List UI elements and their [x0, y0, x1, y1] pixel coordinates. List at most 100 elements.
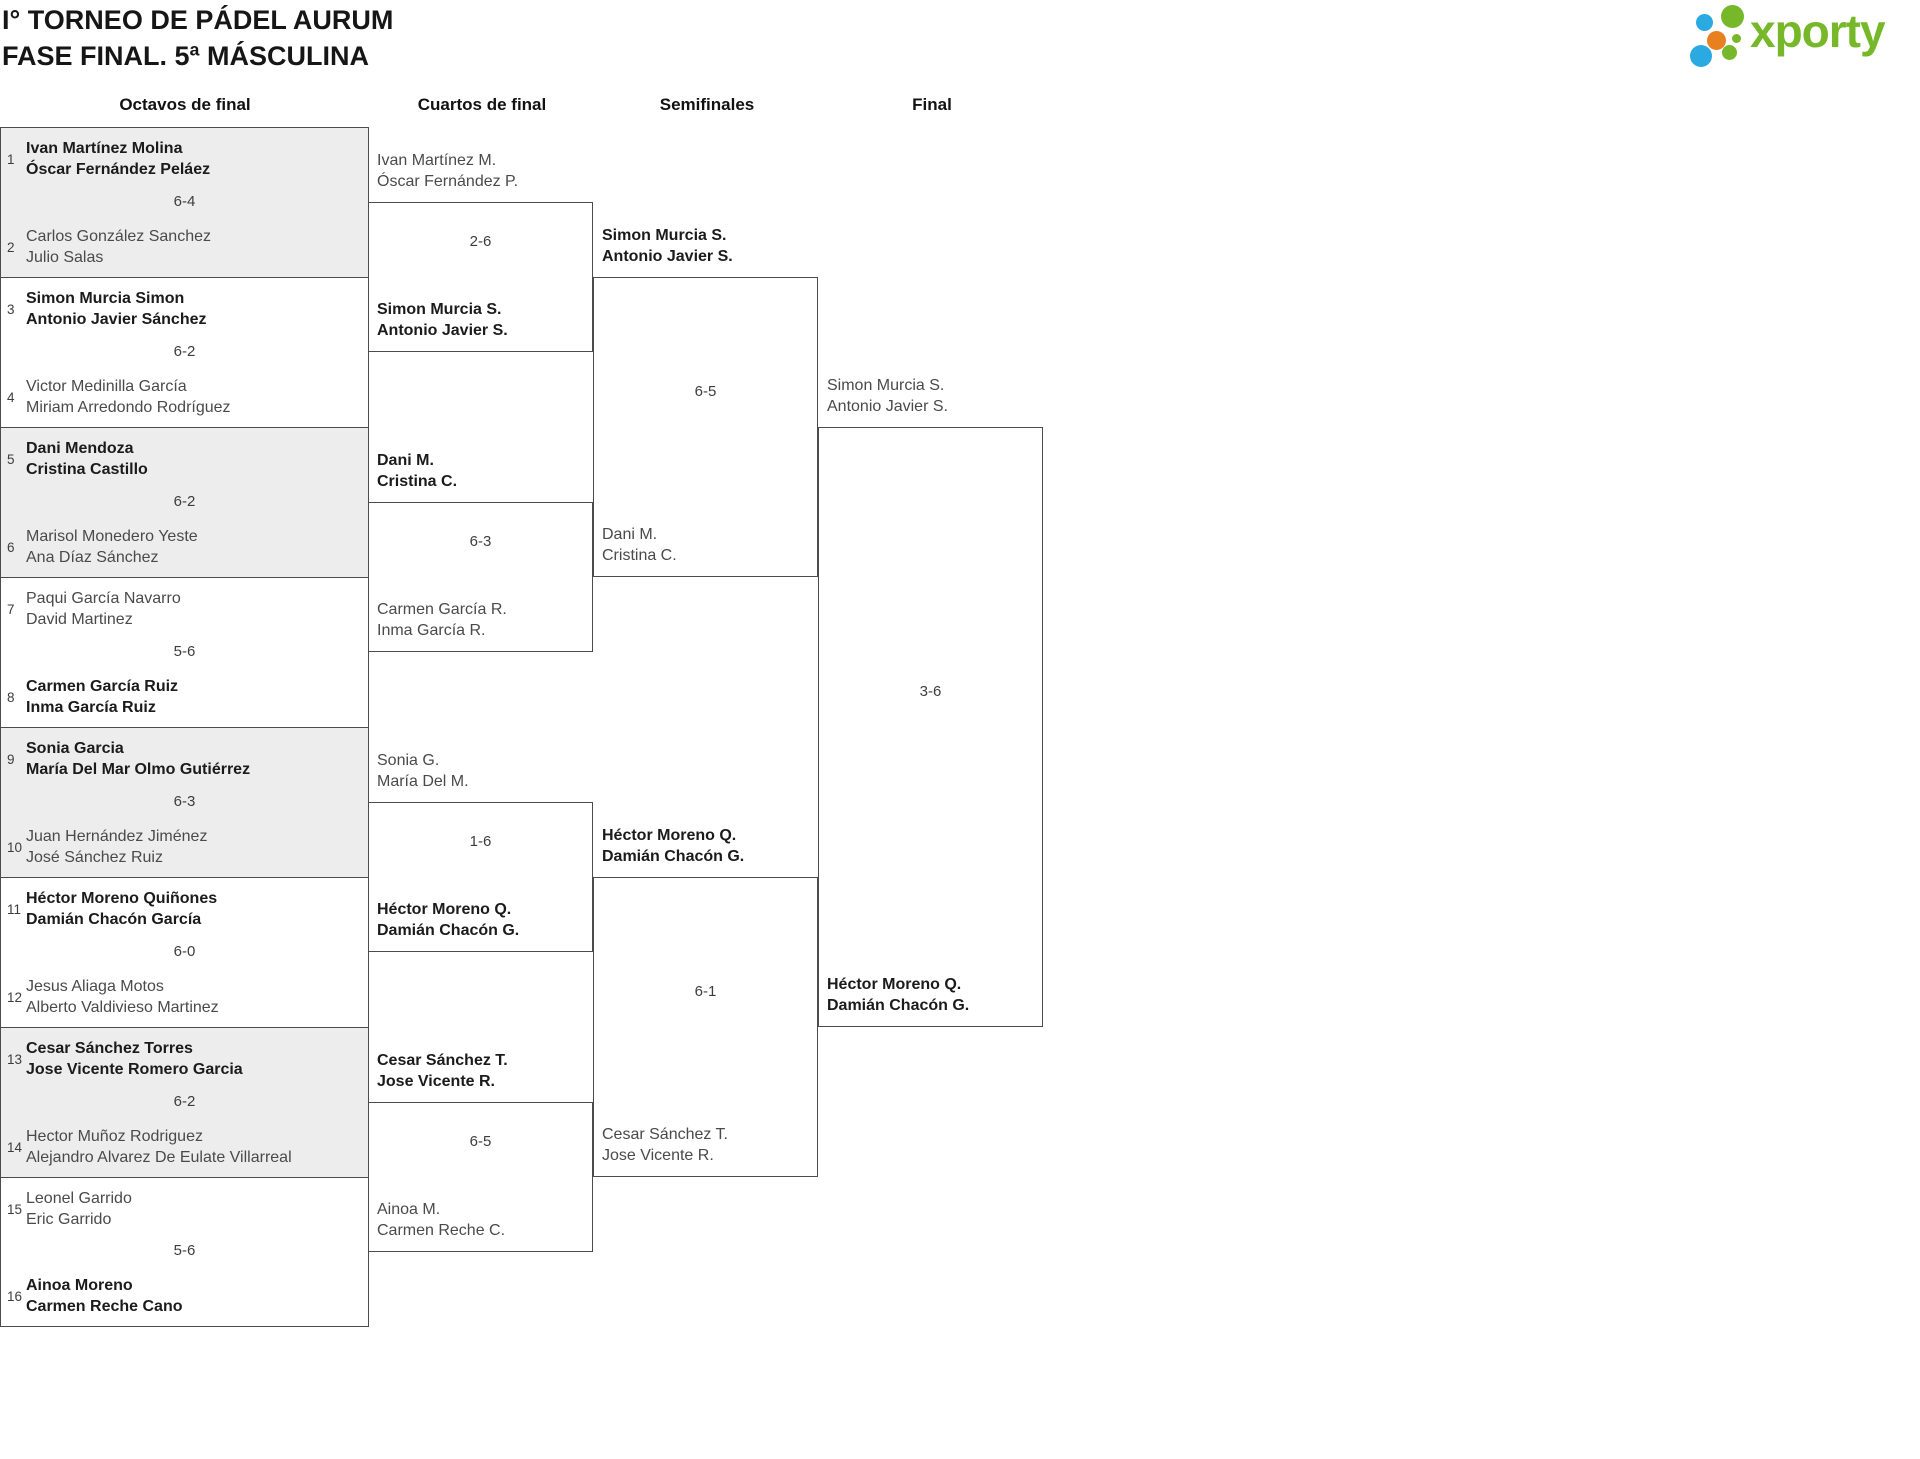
- round-header-octavos: Octavos de final: [119, 95, 251, 114]
- match-score: 6-3: [469, 533, 492, 550]
- logo-wordmark: xporty: [1750, 5, 1886, 57]
- team-name: Ainoa M. Carmen Reche C.: [377, 1199, 505, 1241]
- player-name: Ainoa M.: [377, 1201, 441, 1218]
- team-slot: 12 Jesus Aliaga Motos Alberto Valdivieso…: [1, 976, 368, 1018]
- seed-number: 4: [7, 389, 15, 405]
- team-name: Héctor Moreno Q. Damián Chacón G.: [602, 825, 744, 867]
- player-name: Simon Murcia Simon: [26, 290, 185, 307]
- seed-number: 16: [7, 1288, 23, 1304]
- r16-match-1: 1 Ivan Martínez Molina Óscar Fernández P…: [0, 127, 369, 277]
- logo-dot-icon: [1732, 34, 1741, 43]
- r16-match-8: 15 Leonel Garrido Eric Garrido 5-6 16 Ai…: [0, 1177, 369, 1327]
- player-name: María Del Mar Olmo Gutiérrez: [26, 761, 251, 778]
- title-line2: FASE FINAL. 5ª MÁSCULINA: [2, 41, 370, 71]
- player-name: Cristina C.: [377, 473, 458, 490]
- team-name: Marisol Monedero Yeste Ana Díaz Sánchez: [26, 526, 198, 568]
- player-name: Cristina Castillo: [26, 461, 148, 478]
- team-name: Carmen García Ruiz Inma García Ruiz: [26, 676, 178, 718]
- seed-number: 6: [7, 539, 15, 555]
- player-name: Sonia G.: [377, 752, 440, 769]
- team-name: Simon Murcia S. Antonio Javier S.: [377, 299, 508, 341]
- player-name: Ivan Martínez Molina: [26, 140, 183, 157]
- player-name: David Martinez: [26, 611, 133, 628]
- player-name: Juan Hernández Jiménez: [26, 828, 208, 845]
- match-score: 6-4: [173, 192, 196, 210]
- player-name: Dani M.: [377, 452, 434, 469]
- match-score: 6-2: [173, 1092, 196, 1110]
- player-name: Carlos González Sanchez: [26, 228, 211, 245]
- team-slot: 7 Paqui García Navarro David Martinez: [1, 588, 368, 630]
- quarterfinal-match-3: Sonia G. María Del M. 1-6 Héctor Moreno …: [368, 752, 593, 952]
- match-score: 2-6: [469, 233, 492, 250]
- seed-number: 12: [7, 989, 23, 1005]
- title-line1: I° TORNEO DE PÁDEL AURUM: [2, 5, 394, 35]
- team-name: Simon Murcia S. Antonio Javier S.: [827, 375, 948, 417]
- team-slot: 5 Dani Mendoza Cristina Castillo: [1, 438, 368, 480]
- logo-dot-icon: [1696, 14, 1713, 31]
- player-name: María Del M.: [377, 773, 469, 790]
- semifinal-match-2: Héctor Moreno Q. Damián Chacón G. 6-1 Ce…: [593, 827, 818, 1177]
- team-slot: 15 Leonel Garrido Eric Garrido: [1, 1188, 368, 1230]
- team-name: Simon Murcia Simon Antonio Javier Sánche…: [26, 288, 207, 330]
- player-name: Simon Murcia S.: [602, 227, 727, 244]
- player-name: Victor Medinilla García: [26, 378, 187, 395]
- player-name: Ana Díaz Sánchez: [26, 549, 159, 566]
- r16-match-4: 7 Paqui García Navarro David Martinez 5-…: [0, 577, 369, 727]
- team-name: Ivan Martínez M. Óscar Fernández P.: [377, 150, 518, 192]
- match-score: 6-2: [173, 492, 196, 510]
- player-name: Alejandro Alvarez De Eulate Villarreal: [26, 1149, 292, 1166]
- team-name: Hector Muñoz Rodriguez Alejandro Alvarez…: [26, 1126, 292, 1168]
- seed-number: 2: [7, 239, 15, 255]
- team-name: Carlos González Sanchez Julio Salas: [26, 226, 211, 268]
- team-slot: 3 Simon Murcia Simon Antonio Javier Sánc…: [1, 288, 368, 330]
- match-score: 5-6: [173, 642, 196, 660]
- team-slot: 2 Carlos González Sanchez Julio Salas: [1, 226, 368, 268]
- player-name: Carmen García R.: [377, 601, 507, 618]
- xporty-logo[interactable]: xporty: [1688, 2, 1918, 72]
- r16-match-7: 13 Cesar Sánchez Torres Jose Vicente Rom…: [0, 1027, 369, 1177]
- team-name: Leonel Garrido Eric Garrido: [26, 1188, 132, 1230]
- team-name: Dani Mendoza Cristina Castillo: [26, 438, 148, 480]
- player-name: Inma García Ruiz: [26, 699, 156, 716]
- seed-number: 7: [7, 601, 15, 617]
- quarterfinal-match-4: Cesar Sánchez T. Jose Vicente R. 6-5 Ain…: [368, 1052, 593, 1252]
- seed-number: 11: [7, 901, 22, 917]
- team-name: Simon Murcia S. Antonio Javier S.: [602, 225, 733, 267]
- player-name: Miriam Arredondo Rodríguez: [26, 399, 231, 416]
- team-name: Carmen García R. Inma García R.: [377, 599, 507, 641]
- player-name: Óscar Fernández Peláez: [26, 161, 211, 178]
- player-name: Ivan Martínez M.: [377, 152, 497, 169]
- player-name: Damián Chacón García: [26, 911, 202, 928]
- player-name: Simon Murcia S.: [827, 377, 945, 394]
- player-name: Cesar Sánchez T.: [602, 1126, 728, 1143]
- seed-number: 10: [7, 839, 23, 855]
- team-name: Dani M. Cristina C.: [377, 450, 457, 492]
- player-name: Dani M.: [602, 526, 658, 543]
- team-name: Cesar Sánchez T. Jose Vicente R.: [377, 1050, 508, 1092]
- team-name: Héctor Moreno Quiñones Damián Chacón Gar…: [26, 888, 217, 930]
- team-name: Dani M. Cristina C.: [602, 524, 677, 566]
- logo-dot-icon: [1690, 45, 1712, 67]
- team-name: Sonia Garcia María Del Mar Olmo Gutiérre…: [26, 738, 250, 780]
- r16-match-6: 11 Héctor Moreno Quiñones Damián Chacón …: [0, 877, 369, 1027]
- team-name: Cesar Sánchez Torres Jose Vicente Romero…: [26, 1038, 243, 1080]
- team-name: Ainoa Moreno Carmen Reche Cano: [26, 1275, 183, 1317]
- player-name: Marisol Monedero Yeste: [26, 528, 198, 545]
- player-name: Héctor Moreno Quiñones: [26, 890, 218, 907]
- player-name: Héctor Moreno Q.: [827, 976, 962, 993]
- player-name: Alberto Valdivieso Martinez: [26, 999, 219, 1016]
- player-name: Simon Murcia S.: [377, 301, 502, 318]
- team-slot: 11 Héctor Moreno Quiñones Damián Chacón …: [1, 888, 368, 930]
- r16-match-2: 3 Simon Murcia Simon Antonio Javier Sánc…: [0, 277, 369, 427]
- player-name: Cesar Sánchez T.: [377, 1052, 508, 1069]
- player-name: Jose Vicente Romero Garcia: [26, 1061, 243, 1078]
- player-name: Carmen García Ruiz: [26, 678, 179, 695]
- round-of-16-column: 1 Ivan Martínez Molina Óscar Fernández P…: [0, 127, 369, 1327]
- player-name: Damián Chacón G.: [377, 922, 520, 939]
- team-name: Jesus Aliaga Motos Alberto Valdivieso Ma…: [26, 976, 219, 1018]
- round-header-cuartos: Cuartos de final: [417, 95, 547, 114]
- logo-dot-icon: [1721, 5, 1744, 28]
- match-score: 5-6: [173, 1242, 196, 1259]
- match-score: 6-2: [173, 342, 196, 360]
- player-name: Cesar Sánchez Torres: [26, 1040, 193, 1057]
